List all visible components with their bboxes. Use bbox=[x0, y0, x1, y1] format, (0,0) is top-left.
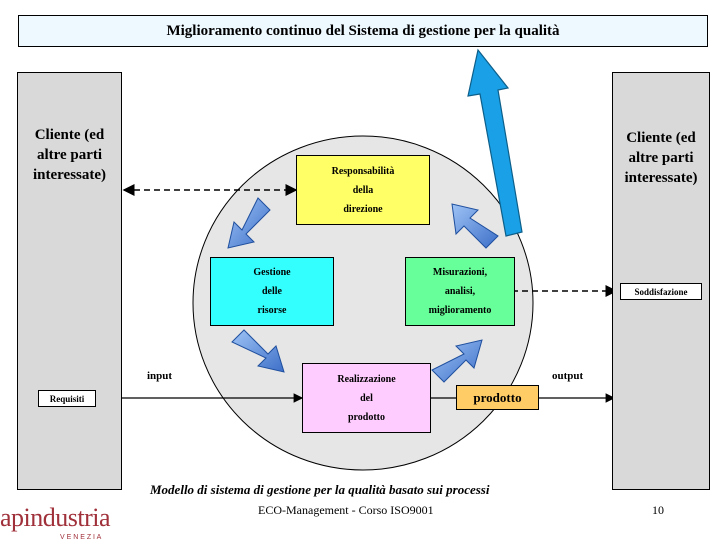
prodotto-label: prodotto bbox=[473, 389, 522, 405]
title-text: Miglioramento continuo del Sistema di ge… bbox=[166, 22, 560, 39]
flow-arrow-realizzazione-to-misurazioni bbox=[431, 339, 483, 383]
box-line: direzione bbox=[343, 203, 383, 215]
box-line: miglioramento bbox=[428, 305, 492, 316]
requisiti-label: Requisiti bbox=[49, 393, 85, 404]
misurazioni-box: Misurazioni, analisi, miglioramento bbox=[405, 257, 515, 326]
title-banner: Miglioramento continuo del Sistema di ge… bbox=[18, 15, 708, 47]
box-line: della bbox=[352, 184, 374, 196]
box-line: Misurazioni, bbox=[432, 267, 488, 278]
page-number: 10 bbox=[652, 503, 664, 517]
right-client-line: interessate) bbox=[624, 170, 698, 186]
right-client-line: Cliente (ed bbox=[626, 130, 696, 146]
gestione-box: Gestione delle risorse bbox=[210, 257, 334, 326]
box-line: del bbox=[360, 392, 373, 404]
soddisfazione-box: Soddisfazione bbox=[620, 283, 702, 300]
flow-arrow-gestione-to-realizzazione bbox=[231, 329, 285, 373]
footer-course: ECO-Management - Corso ISO9001 bbox=[258, 503, 434, 517]
logo-subtext: V E N E Z I A bbox=[60, 534, 102, 541]
box-line: Gestione bbox=[253, 267, 291, 278]
responsabilita-box: Responsabilità della direzione bbox=[296, 155, 430, 225]
left-client-label: Cliente (ed altre parti interessate) bbox=[17, 125, 122, 185]
left-client-line: Cliente (ed bbox=[34, 127, 105, 143]
flow-arrow-resp-to-gestione bbox=[227, 197, 271, 249]
logo-text: apindustria bbox=[0, 503, 111, 532]
left-client-column bbox=[17, 72, 122, 490]
box-line: analisi, bbox=[444, 286, 476, 297]
box-line: prodotto bbox=[347, 411, 386, 423]
output-label: output bbox=[552, 370, 584, 382]
requisiti-box: Requisiti bbox=[38, 390, 96, 407]
improvement-big-arrow bbox=[467, 48, 523, 237]
process-circle bbox=[192, 135, 534, 471]
box-line: Realizzazione bbox=[337, 373, 396, 385]
left-client-line: altre parti bbox=[36, 147, 103, 163]
soddisfazione-label: Soddisfazione bbox=[634, 286, 688, 297]
box-line: risorse bbox=[257, 305, 287, 316]
right-client-line: altre parti bbox=[628, 150, 694, 166]
right-client-label: Cliente (ed altre parti interessate) bbox=[612, 128, 710, 188]
flow-arrow-misurazioni-to-resp bbox=[451, 203, 499, 249]
diagram-caption: Modello di sistema di gestione per la qu… bbox=[150, 482, 490, 497]
prodotto-box: prodotto bbox=[456, 385, 539, 410]
input-label: input bbox=[147, 370, 173, 382]
right-client-column bbox=[612, 72, 710, 490]
realizzazione-box: Realizzazione del prodotto bbox=[302, 363, 431, 433]
box-line: Responsabilità bbox=[331, 165, 395, 177]
logo: apindustria V E N E Z I A bbox=[0, 503, 140, 546]
box-line: delle bbox=[262, 286, 282, 297]
left-client-line: interessate) bbox=[32, 167, 107, 183]
